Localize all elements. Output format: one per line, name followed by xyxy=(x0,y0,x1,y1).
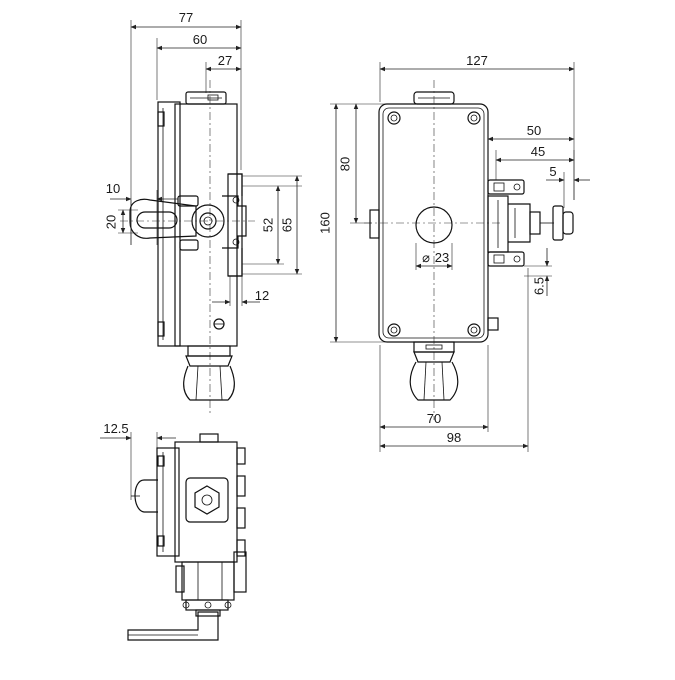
dim-12-5-label: 12.5 xyxy=(103,421,128,436)
top-cover-plate xyxy=(156,447,180,557)
front-central-button xyxy=(415,206,453,244)
dim-80-label: 80 xyxy=(337,157,352,171)
front-small-fitting xyxy=(487,317,499,331)
dim-77-label: 77 xyxy=(179,10,193,25)
diameter-symbol: ⌀ xyxy=(422,250,430,265)
front-actuator-body xyxy=(487,195,509,253)
dim-20-label: 20 xyxy=(103,215,118,229)
side-top-button xyxy=(185,91,227,105)
dim-50-label: 50 xyxy=(527,123,541,138)
front-plunger-head xyxy=(552,205,564,241)
dim-diameter-label: 23 xyxy=(435,250,449,265)
dim-127-label: 127 xyxy=(466,53,488,68)
dim-160-label: 160 xyxy=(317,212,332,234)
front-lower-bracket xyxy=(487,251,525,267)
dim-5-label: 5 xyxy=(549,164,556,179)
front-cable-gland xyxy=(409,361,459,401)
dim-12-label: 12 xyxy=(255,288,269,303)
dim-10-label: 10 xyxy=(106,181,120,196)
side-view: 77 60 27 xyxy=(103,10,302,415)
dim-45-label: 45 xyxy=(531,144,545,159)
dim-27-label: 27 xyxy=(218,53,232,68)
top-button-nub xyxy=(199,433,219,443)
dim-98-label: 98 xyxy=(447,430,461,445)
front-upper-bracket xyxy=(487,179,525,195)
dim-65-label: 65 xyxy=(279,218,294,232)
front-left-stub xyxy=(369,209,380,239)
top-hex-nut xyxy=(194,485,220,515)
front-view: 127 160 80 ⌀ 23 xyxy=(317,53,590,452)
side-cable-gland xyxy=(183,365,235,401)
top-lower-section xyxy=(181,561,235,601)
dim-70-label: 70 xyxy=(427,411,441,426)
dim-52-label: 52 xyxy=(260,218,275,232)
side-cover-plate xyxy=(157,101,181,347)
dim-60-label: 60 xyxy=(193,32,207,47)
side-lever-arm xyxy=(129,198,197,239)
top-bottom-lever xyxy=(127,611,219,641)
top-view: 12.5 xyxy=(100,421,247,641)
top-lever-end xyxy=(134,479,158,513)
dim-6-5-label: 6.5 xyxy=(531,277,546,295)
front-corner-screws xyxy=(387,111,481,337)
side-bracket xyxy=(227,173,243,277)
